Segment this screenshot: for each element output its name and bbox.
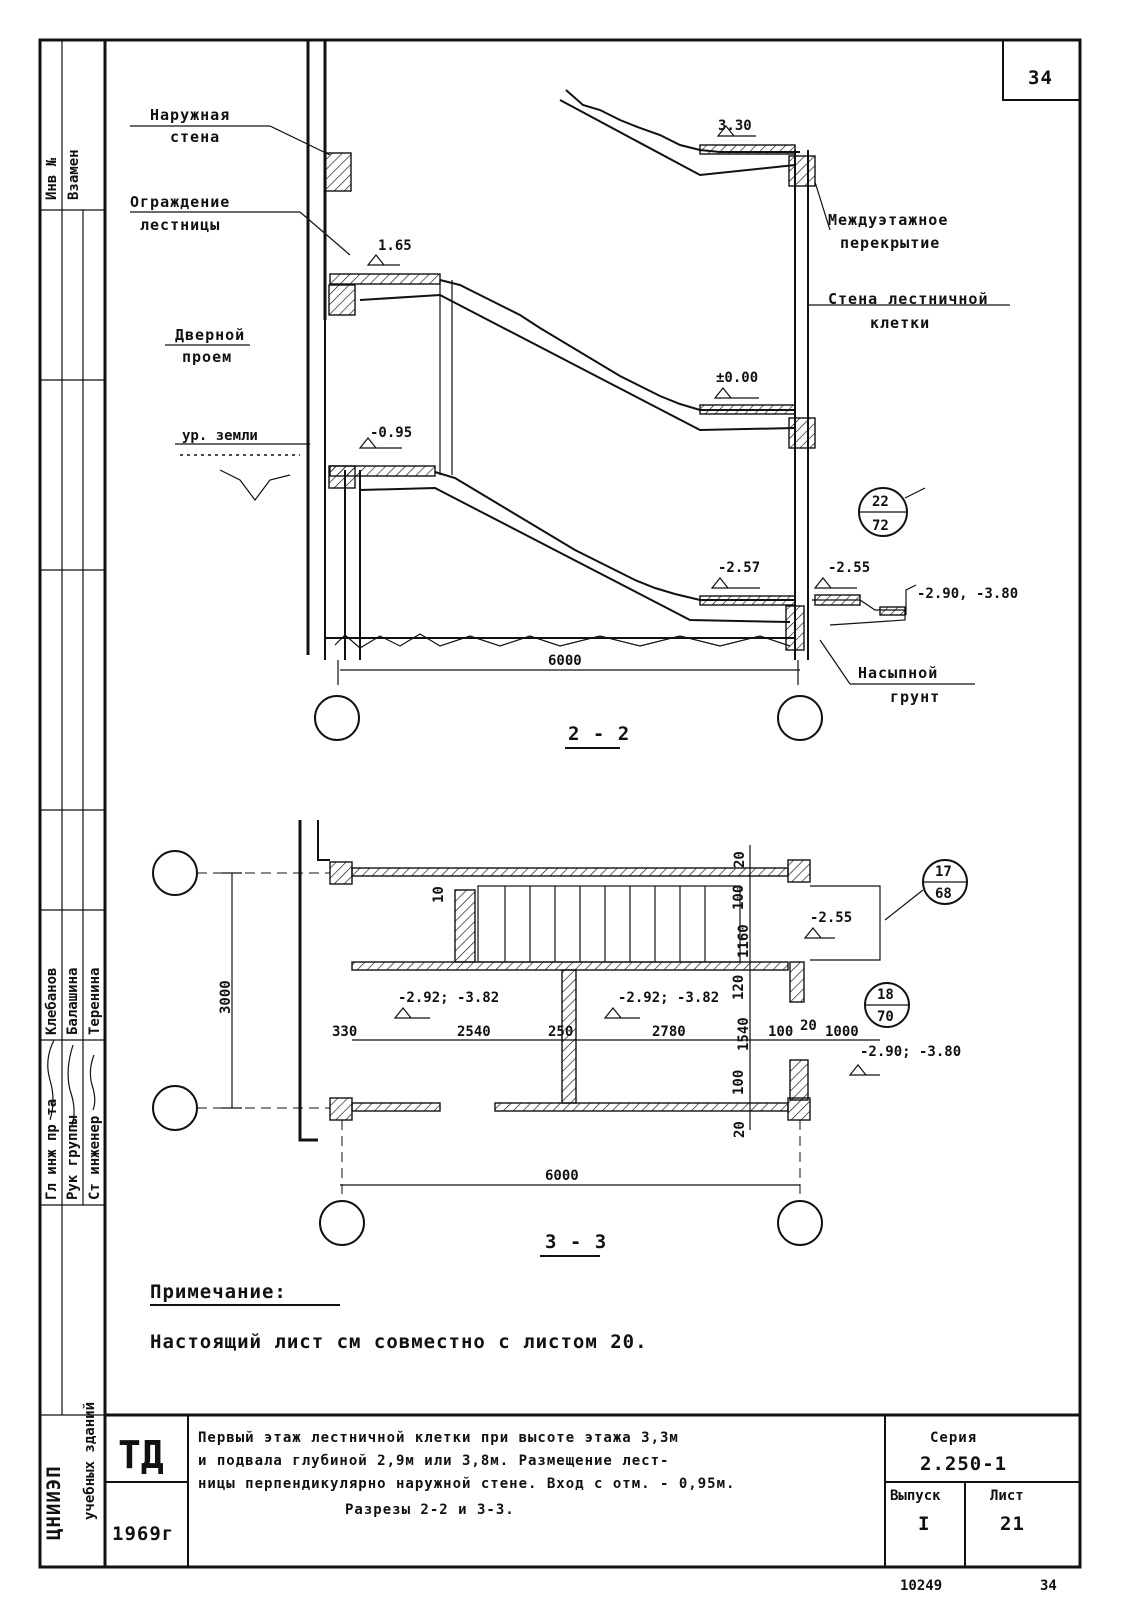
stamp-signatures — [47, 1039, 96, 1126]
stamp-org-name: ЦНИИЭП — [43, 1465, 65, 1540]
issue-label: Выпуск — [890, 1488, 941, 1504]
dim-6000-plan: 6000 — [545, 1168, 579, 1184]
dim-330: 330 — [332, 1024, 357, 1040]
sheet-frame — [38, 38, 1082, 1569]
callout-68: 68 — [935, 886, 952, 902]
stamp-role-engineer: Ст инженер — [87, 1116, 103, 1200]
label-door-2: проем — [182, 348, 232, 366]
grid-circle-plan-bottom-r — [777, 1200, 823, 1246]
title-desc-3: ницы перпендикулярно наружной стене. Вхо… — [198, 1476, 735, 1492]
stamp-name-3: Теренина — [87, 968, 103, 1035]
note-heading: Примечание: — [150, 1281, 287, 1303]
sheet-label: Лист — [990, 1488, 1024, 1504]
note-text: Настоящий лист см совместно с листом 20. — [150, 1331, 648, 1353]
sheet-value: 21 — [1000, 1513, 1025, 1535]
elev-3-30: 3.30 — [718, 118, 752, 134]
dim-120: 120 — [731, 975, 747, 1000]
title-year: 1969г — [112, 1523, 174, 1545]
plan-elev-2: -2.92; -3.82 — [618, 990, 719, 1006]
dim-2540: 2540 — [457, 1024, 491, 1040]
dim-100-bot: 100 — [731, 1070, 747, 1095]
label-floor-slab-1: Междуэтажное — [828, 211, 948, 229]
plan-elev-3: -2.55 — [810, 910, 852, 926]
stamp-name-1: Клебанов — [44, 968, 60, 1035]
elev-0-00: ±0.00 — [716, 370, 758, 386]
title-logo: ТД — [118, 1433, 164, 1477]
plan-elev-4: -2.90; -3.80 — [860, 1044, 961, 1060]
label-railing-2: лестницы — [140, 216, 220, 234]
elev-1-65: 1.65 — [378, 238, 412, 254]
callout-22-72 — [858, 487, 908, 537]
stamp-name-2: Балашина — [65, 968, 81, 1035]
section-title-2-2: 2 - 2 — [568, 723, 630, 745]
title-block: ТД 1969г Первый этаж лестничной клетки п… — [105, 1413, 1080, 1567]
label-door-1: Дверной — [175, 326, 245, 344]
plan-elev-1: -2.92; -3.82 — [398, 990, 499, 1006]
label-fill-soil-2: грунт — [890, 688, 940, 706]
sheet-number-box — [1002, 39, 1081, 101]
stamp-inv-label: Инв № — [44, 157, 60, 200]
grid-circle-plan-bl — [152, 1085, 198, 1131]
stamp-role-group: Рук группы — [65, 1115, 81, 1200]
callout-22: 22 — [872, 494, 889, 510]
dim-100-top: 100 — [731, 885, 747, 910]
dim-10: 10 — [431, 886, 447, 903]
elev-0-95: -0.95 — [370, 425, 412, 441]
stamp-replace-label: Взамен — [66, 149, 82, 200]
title-desc-2: и подвала глубиной 2,9м или 3,8м. Размещ… — [198, 1453, 669, 1469]
stamp-org-dept: учебных зданий — [82, 1402, 98, 1520]
title-desc-1: Первый этаж лестничной клетки при высоте… — [198, 1430, 679, 1446]
footer-page: 34 — [1040, 1578, 1057, 1594]
issue-value: I — [918, 1513, 930, 1535]
label-stair-wall-2: клетки — [870, 314, 930, 332]
label-railing-1: Ограждение — [130, 193, 230, 211]
dim-20-top: 20 — [732, 851, 748, 868]
grid-circle-plan-tl — [152, 850, 198, 896]
label-outer-wall-2: стена — [170, 128, 220, 146]
elev-2-57: -2.57 — [718, 560, 760, 576]
dim-250: 250 — [548, 1024, 573, 1040]
sheet-number-top: 34 — [1028, 67, 1053, 89]
dim-100-r: 100 — [768, 1024, 793, 1040]
section-3-3: 20 10 100 1160 120 1540 100 20 3000 330 … — [152, 820, 968, 1257]
series-label: Серия — [930, 1430, 977, 1446]
stamp-role-chief: Гл инж пр та — [44, 1099, 60, 1200]
dim-3000: 3000 — [218, 980, 234, 1014]
dim-span-6000: 6000 — [548, 653, 582, 669]
dim-20-r: 20 — [800, 1018, 817, 1034]
label-fill-soil-1: Насыпной — [858, 664, 938, 682]
elev-2-90-3-80: -2.90, -3.80 — [917, 586, 1018, 602]
side-stamp: Инв № Взамен Гл инж пр та Рук группы Ст … — [40, 40, 105, 1540]
callout-72: 72 — [872, 518, 889, 534]
callout-18: 18 — [877, 987, 894, 1003]
label-ground-level: ур. земли — [182, 428, 258, 444]
footer-code: 10249 — [900, 1578, 942, 1594]
label-outer-wall-1: Наружная — [150, 106, 230, 124]
dim-20-bot: 20 — [732, 1121, 748, 1138]
dim-1160: 1160 — [736, 924, 752, 958]
section-title-3-3: 3 - 3 — [545, 1231, 607, 1253]
dim-1000: 1000 — [825, 1024, 859, 1040]
dim-2780: 2780 — [652, 1024, 686, 1040]
callout-70: 70 — [877, 1009, 894, 1025]
dim-1540: 1540 — [736, 1017, 752, 1051]
grid-circle-right-top — [777, 695, 823, 741]
grid-circle-left-top — [314, 695, 360, 741]
title-desc-4: Разрезы 2-2 и 3-3. — [345, 1502, 515, 1518]
label-floor-slab-2: перекрытие — [840, 234, 940, 252]
callout-17: 17 — [935, 864, 952, 880]
label-stair-wall-1: Стена лестничной — [828, 290, 989, 308]
elev-2-55: -2.55 — [828, 560, 870, 576]
section-2-2: 3.30 1.65 ±0.00 -0.95 -2.57 -2.55 -2.90,… — [130, 40, 1018, 749]
series-value: 2.250-1 — [920, 1453, 1007, 1475]
grid-circle-plan-bottom-l — [319, 1200, 365, 1246]
